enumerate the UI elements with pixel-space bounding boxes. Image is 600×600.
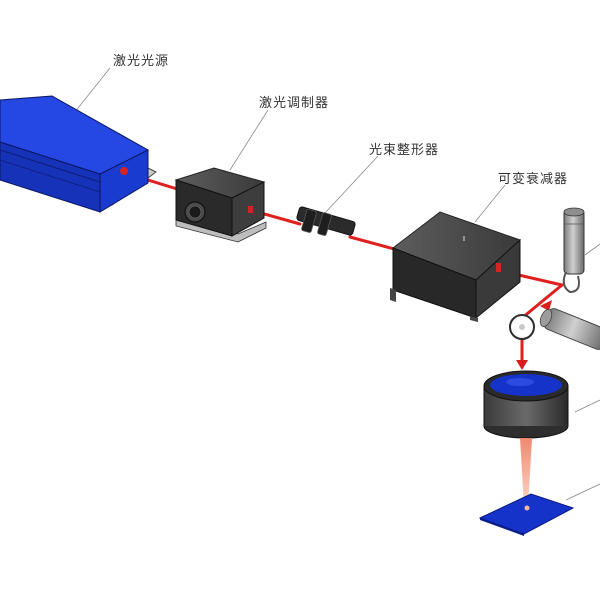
beam-splitter-center — [519, 324, 525, 330]
leader-attenuator — [474, 184, 506, 223]
label-laser-source: 激光光源 — [113, 54, 170, 69]
label-variable-attenuator: 可变衰减器 — [498, 172, 569, 187]
side-probe — [539, 308, 600, 350]
laser-source — [0, 95, 157, 213]
focus-spot — [524, 505, 530, 511]
upper-probe-clamp — [562, 271, 580, 294]
beam-direction-arrow-2 — [516, 360, 528, 370]
modulator-connector-icon — [188, 205, 202, 219]
modulator-port — [248, 206, 253, 213]
laser-modulator — [174, 167, 267, 243]
sample-plate-surface — [478, 493, 575, 535]
attenuator-port — [496, 263, 501, 272]
attenuator-side — [475, 238, 521, 320]
beam-direction-arrow-1 — [540, 300, 552, 311]
attenuator-foot — [390, 288, 396, 302]
label-laser-modulator: 激光调制器 — [259, 96, 330, 111]
beam-splitter — [509, 314, 535, 340]
side-probe-tip — [539, 309, 553, 327]
label-beam-shaper: 光束整形器 — [369, 143, 440, 158]
upper-probe — [562, 207, 585, 294]
leader-right-1 — [584, 243, 600, 256]
leader-right-3 — [565, 483, 600, 501]
beam-shaper — [296, 206, 356, 236]
beam-segment-5 — [520, 283, 564, 320]
sample-plate — [478, 493, 575, 536]
laser-source-edge-line — [0, 149, 101, 183]
upper-probe-cap — [563, 207, 585, 217]
laser-source-edge-line — [0, 159, 101, 193]
focusing-lens — [483, 370, 569, 439]
leader-right-2 — [574, 399, 600, 413]
lens-highlight — [506, 378, 534, 386]
beam-shaper-collar — [301, 209, 317, 233]
laser-source-top-face — [0, 95, 150, 175]
focused-beam-cone — [520, 438, 532, 506]
sample-plate-edge — [480, 518, 524, 536]
attenuator-foot — [470, 316, 478, 322]
leader-beam-shaper — [324, 155, 379, 214]
leader-modulator — [229, 109, 269, 171]
beam-shaper-collar — [317, 212, 332, 236]
laser-output-aperture — [120, 167, 128, 175]
upper-probe-body — [563, 209, 585, 275]
variable-attenuator — [390, 211, 521, 322]
